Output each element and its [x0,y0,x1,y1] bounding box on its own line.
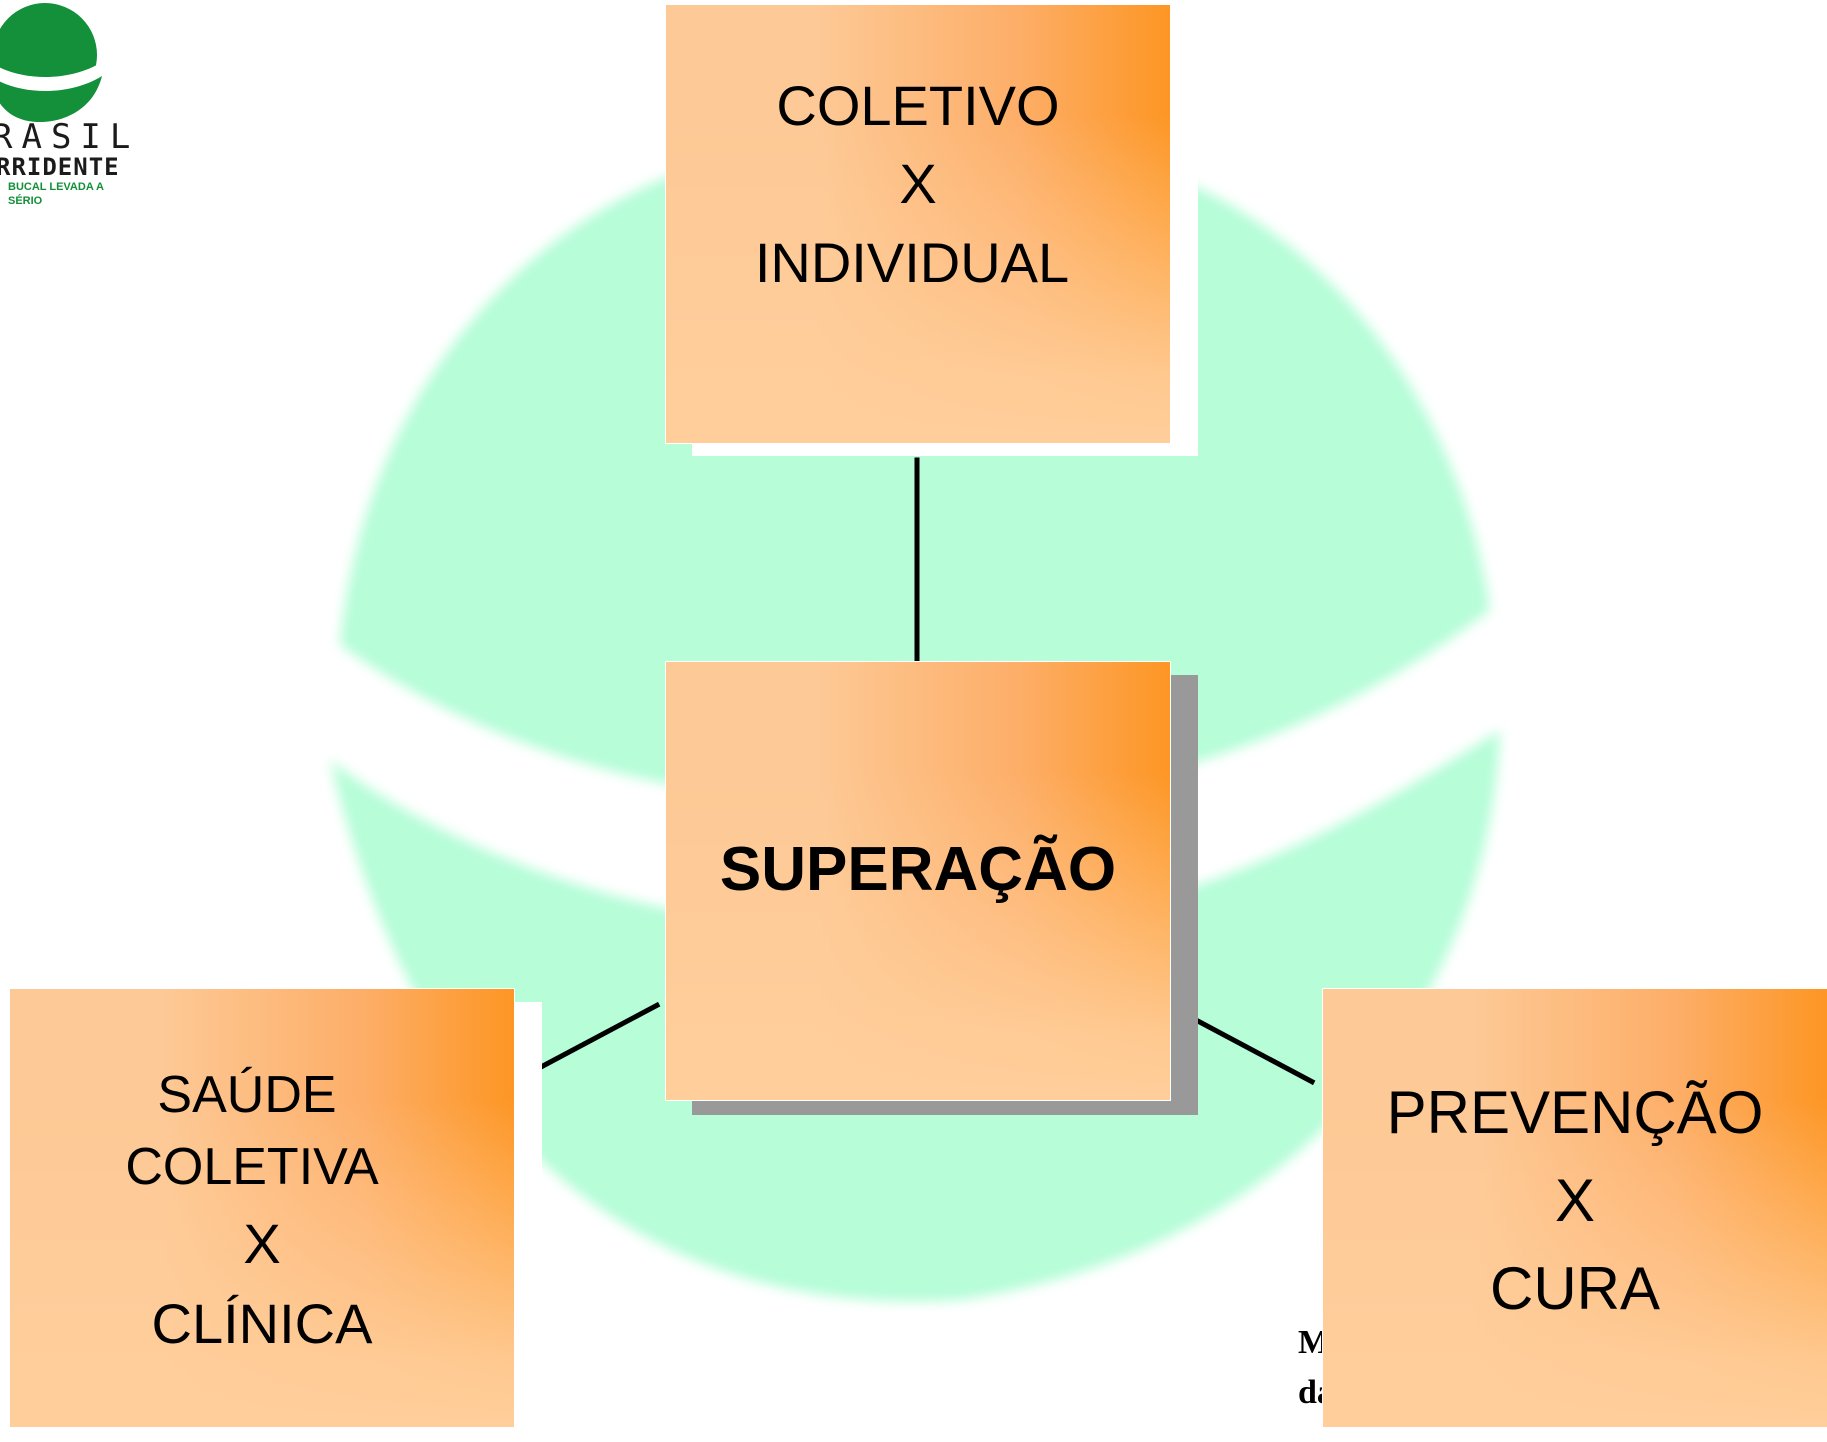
logo-line-3: BUCAL LEVADA A SÉRIO [8,181,104,207]
logo-line-2: RRIDENTE [0,153,120,181]
bottom-right-line-2: X [1554,1167,1596,1234]
top-box-line-2: X [899,152,937,216]
logo-text: RASIL RRIDENTE BUCAL LEVADA A SÉRIO [0,120,140,208]
center-box: SUPERAÇÃO [665,661,1171,1101]
top-box-line-1: COLETIVO [776,74,1060,137]
connector-top [914,457,920,664]
center-box-label: SUPERAÇÃO [719,835,1117,904]
logo-line-1: RASIL [0,117,140,157]
bottom-left-line-2: COLETIVA [125,1138,379,1196]
bottom-left-line-1: SAÚDE [157,1066,337,1124]
bottom-left-line-3: X [243,1212,281,1275]
brasil-sorridente-logo [0,3,102,122]
top-box-line-3: INDIVIDUAL [754,230,1070,294]
bottom-left-box: SAÚDE COLETIVA X CLÍNICA [9,988,515,1428]
bottom-right-line-3: CURA [1489,1255,1660,1322]
top-box: COLETIVO X INDIVIDUAL [665,4,1171,444]
bottom-right-box: PREVENÇÃO X CURA [1322,988,1827,1428]
bottom-right-line-1: PREVENÇÃO [1386,1079,1764,1146]
bottom-left-line-4: CLÍNICA [151,1292,373,1355]
